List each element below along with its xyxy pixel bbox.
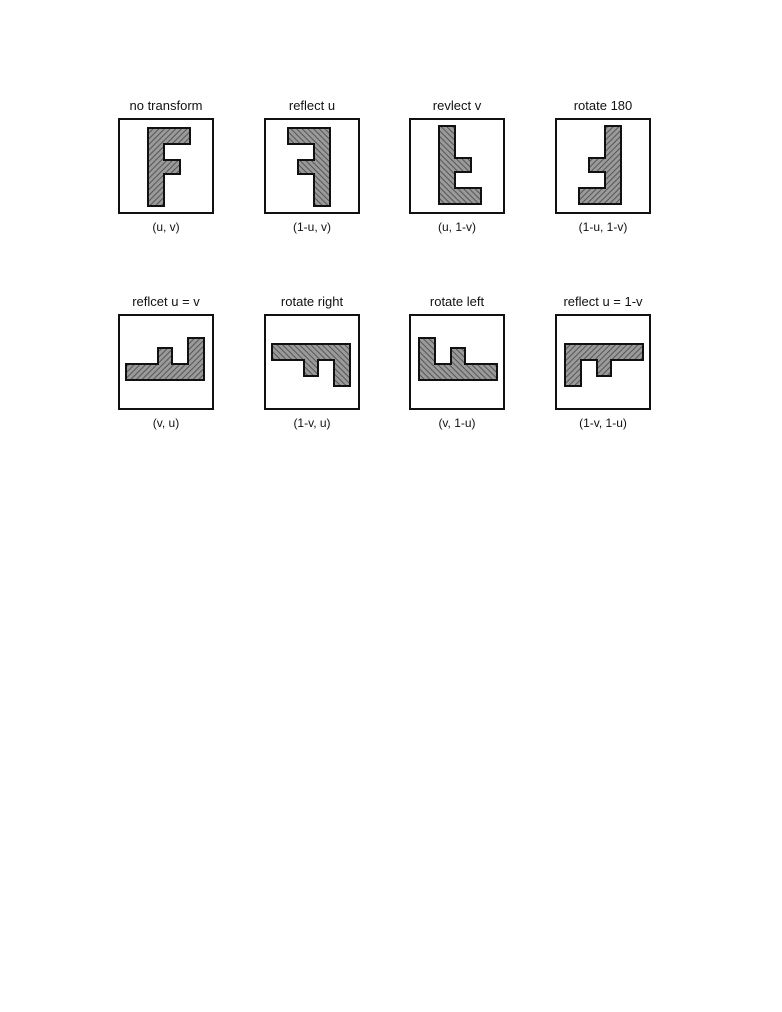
f-glyph-shape	[438, 125, 482, 205]
f-glyph-shape	[147, 127, 191, 207]
transform-title: no transform	[129, 98, 203, 113]
transform-title: reflect u = 1-v	[563, 294, 643, 309]
transform-title: rotate 180	[573, 98, 633, 113]
transform-panel	[555, 118, 651, 214]
transform-cell-reflect-u: reflect u (1-u, v)	[242, 98, 382, 248]
transform-title: rotate right	[280, 294, 344, 309]
transform-mapping: (v, u)	[152, 416, 180, 430]
transform-title: revlect v	[432, 98, 482, 113]
transform-mapping: (1-v, u)	[293, 416, 331, 430]
transform-mapping: (1-v, 1-u)	[579, 416, 627, 430]
transform-figure: no transform (u, v) reflect u (1-u, v) r…	[0, 0, 782, 460]
transform-cell-reflect-u-equals-1-minus-v: reflect u = 1-v (1-v, 1-u)	[533, 294, 673, 444]
transform-cell-no-transform: no transform (u, v)	[96, 98, 236, 248]
transform-title: rotate left	[429, 294, 485, 309]
transform-cell-rotate-180: rotate 180 (1-u, 1-v)	[533, 98, 673, 248]
transform-cell-reflect-v: revlect v (u, 1-v)	[387, 98, 527, 248]
transform-mapping: (1-u, 1-v)	[578, 220, 628, 234]
transform-panel	[264, 314, 360, 410]
transform-mapping: (u, v)	[152, 220, 180, 234]
transform-title: reflect u	[288, 98, 336, 113]
f-glyph-shape	[125, 337, 205, 381]
transform-mapping: (v, 1-u)	[438, 416, 476, 430]
f-glyph-shape	[578, 125, 622, 205]
transform-panel	[264, 118, 360, 214]
transform-cell-rotate-right: rotate right (1-v, u)	[242, 294, 382, 444]
f-glyph-shape	[287, 127, 331, 207]
transform-mapping: (u, 1-v)	[437, 220, 476, 234]
transform-panel	[409, 118, 505, 214]
f-glyph-shape	[271, 343, 351, 387]
transform-cell-reflect-u-equals-v: reflcet u = v (v, u)	[96, 294, 236, 444]
transform-panel	[409, 314, 505, 410]
transform-title: reflcet u = v	[132, 294, 200, 309]
f-glyph-shape	[418, 337, 498, 381]
transform-mapping: (1-u, v)	[292, 220, 331, 234]
transform-panel	[118, 314, 214, 410]
transform-panel	[555, 314, 651, 410]
f-glyph-shape	[564, 343, 644, 387]
transform-cell-rotate-left: rotate left (v, 1-u)	[387, 294, 527, 444]
transform-panel	[118, 118, 214, 214]
